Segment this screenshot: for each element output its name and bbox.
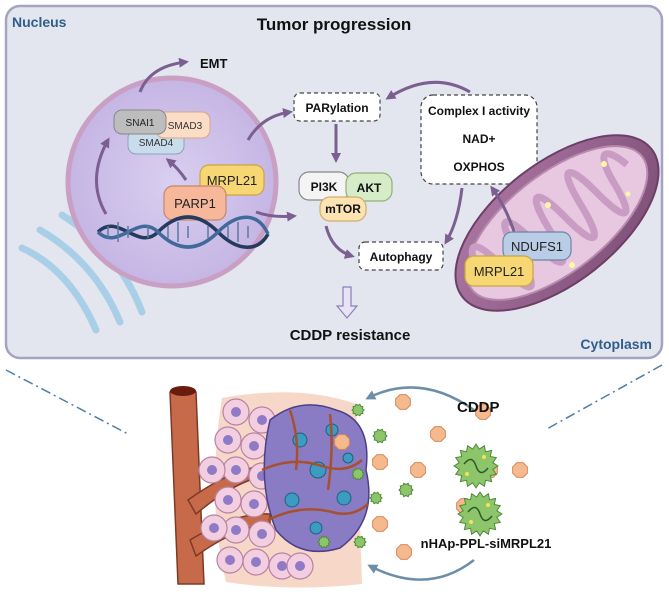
smad4-label: SMAD4 — [139, 138, 174, 149]
cddp-label: CDDP — [457, 399, 500, 416]
normal-cell — [240, 432, 268, 460]
parylation-box — [293, 92, 381, 122]
cddp-particle — [334, 434, 350, 450]
vessel-opening — [170, 386, 196, 396]
cddp-particle — [430, 426, 446, 442]
cddp-particle — [396, 544, 412, 560]
emt-label: EMT — [200, 56, 228, 71]
cddp-particle — [372, 454, 388, 470]
arrow-dna-to-tf — [95, 137, 110, 215]
nanoparticle — [453, 443, 499, 489]
normal-cell — [286, 552, 314, 580]
smad3-label: SMAD3 — [168, 121, 203, 132]
cddp-particle — [512, 462, 528, 478]
arrow-to-resistance — [335, 286, 359, 319]
nanoparticle — [317, 535, 331, 549]
mrpl21-nuclear-label: MRPL21 — [207, 173, 258, 188]
normal-cell — [242, 548, 270, 576]
normal-cell — [222, 456, 250, 484]
akt-box — [345, 172, 393, 202]
arrow-cddp-cycle — [365, 386, 475, 412]
nanoparticle-label: nHAp-PPL-siMRPL21 — [421, 536, 552, 551]
nad-label: NAD+ — [462, 132, 495, 146]
arrow-to-emt — [138, 57, 189, 93]
arrow-nanoparticle-cycle — [367, 559, 475, 581]
mtor-label: mTOR — [325, 202, 361, 216]
nucleus-label: Nucleus — [12, 14, 67, 30]
nanoparticle — [372, 428, 388, 444]
cddp-particle — [395, 394, 411, 410]
mrpl21-mito-label: MRPL21 — [474, 264, 525, 279]
cddp-particle — [372, 516, 388, 532]
oxphos-label: OXPHOS — [453, 160, 504, 174]
connector-left — [5, 369, 131, 436]
nanoparticle — [351, 467, 365, 481]
parp1-box — [163, 185, 227, 221]
arrow-nucleus-to-pi3k — [255, 210, 297, 222]
autophagy-box — [358, 241, 444, 271]
normal-cell — [222, 398, 250, 426]
complex1-label: Complex I activity — [428, 104, 530, 118]
arrow-parp1-to-tf — [165, 158, 188, 181]
nanoparticle — [398, 482, 414, 498]
normal-cell — [248, 520, 276, 548]
akt-label: AKT — [357, 181, 382, 195]
normal-cell — [222, 516, 250, 544]
normal-cell — [200, 514, 228, 542]
ndufs1-label: NDUFS1 — [511, 239, 563, 254]
nanoparticle — [353, 535, 367, 549]
arrow-mitobox-to-autophagy — [444, 187, 464, 245]
cddp-particle — [410, 462, 426, 478]
nanoparticles — [317, 403, 503, 549]
normal-cell — [214, 426, 242, 454]
snai1-box — [113, 109, 167, 135]
normal-cell — [198, 456, 226, 484]
nanoparticle — [351, 403, 365, 417]
ndufs1-box — [502, 231, 572, 261]
cytoplasm-label: Cytoplasm — [580, 336, 652, 352]
mrpl21-mito-box — [464, 255, 534, 287]
mito-function-box — [420, 94, 538, 185]
parp1-label: PARP1 — [174, 196, 216, 211]
parylation-label: PARylation — [305, 101, 368, 115]
mtor-box — [319, 196, 367, 222]
connector-right — [544, 364, 663, 431]
pi3k-label: PI3K — [311, 180, 338, 194]
nanoparticle — [457, 491, 503, 537]
nanoparticle — [369, 491, 383, 505]
autophagy-label: Autophagy — [370, 250, 433, 264]
normal-cell — [240, 490, 268, 518]
arrow-nucleus-to-parylation — [246, 108, 293, 141]
snai1-label: SNAI1 — [126, 118, 155, 129]
dna-helix — [96, 215, 270, 249]
outcome-label: CDDP resistance — [290, 327, 411, 344]
normal-cell — [216, 546, 244, 574]
arrow-mitobox-to-parylation — [385, 80, 471, 100]
normal-cell — [214, 486, 242, 514]
panel-title: Tumor progression — [257, 15, 412, 34]
arrow-pathway-to-autophagy — [324, 225, 355, 259]
tumor-mass — [261, 404, 370, 553]
cddp-particle — [475, 404, 491, 420]
